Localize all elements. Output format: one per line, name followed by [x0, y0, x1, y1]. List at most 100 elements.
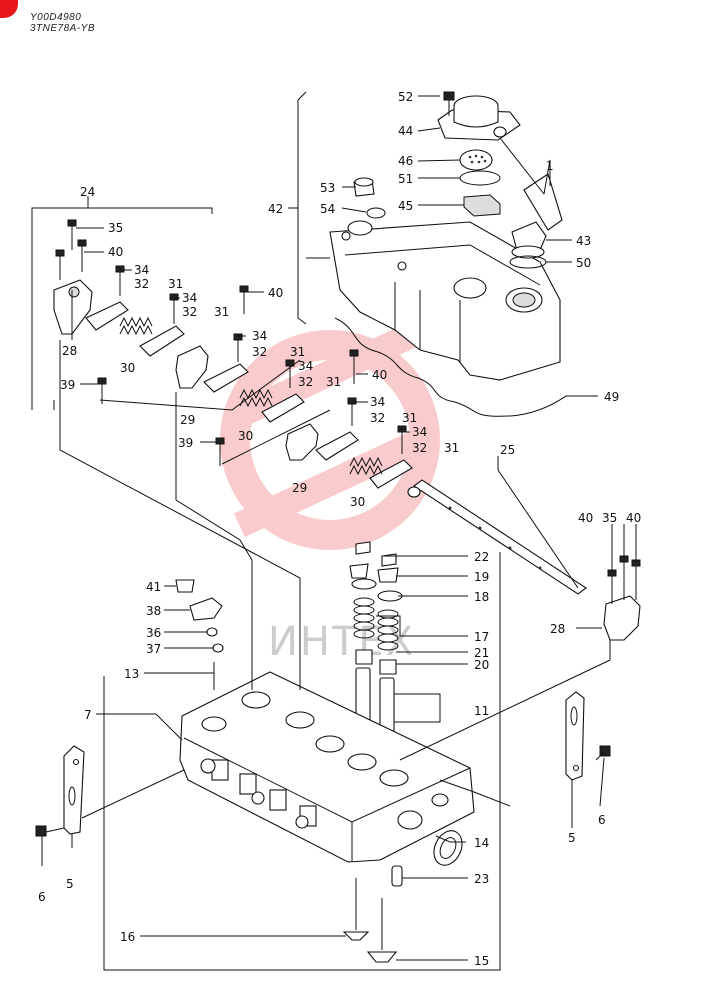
callout-24: 24: [80, 185, 95, 199]
callout-30-a: 30: [120, 361, 135, 375]
callout-42: 42: [268, 202, 283, 216]
callout-32-c: 32: [252, 345, 267, 359]
callout-30-c: 30: [350, 495, 365, 509]
callout-32-a: 32: [134, 277, 149, 291]
callout-36: 36: [146, 626, 161, 640]
oil-filler-cap: [511, 221, 547, 259]
breather-oring: [459, 170, 501, 186]
valve-stem-seals: [355, 649, 397, 675]
callout-7: 7: [84, 708, 92, 722]
lifting-bracket-left: [63, 745, 85, 835]
callout-21: 21: [474, 646, 489, 660]
cap-41: [175, 579, 195, 593]
callout-40-upper: 40: [108, 245, 123, 259]
callout-29-a: 29: [180, 413, 195, 427]
washer-36: [206, 627, 218, 637]
cover-plate-38: [189, 597, 223, 621]
valve-cover: [329, 220, 561, 381]
callout-15: 15: [474, 954, 489, 968]
dowel-pin: [391, 865, 403, 887]
callout-35-upper: 35: [108, 221, 123, 235]
leader-lines: [41, 95, 637, 961]
callout-29-b: 29: [292, 481, 307, 495]
rocker-shaft: [407, 479, 587, 595]
breather-screen: [459, 149, 493, 171]
head-assembly-frame: [103, 552, 501, 971]
rocker-support-29b: [285, 423, 319, 461]
bolt-6-right: [595, 745, 611, 761]
breather-housing: [437, 95, 521, 141]
callout-50: 50: [576, 256, 591, 270]
callout-31-b: 31: [214, 305, 229, 319]
callout-32-f: 32: [412, 441, 427, 455]
callout-40-b: 40: [268, 286, 283, 300]
callout-46: 46: [398, 154, 413, 168]
callout-34-f: 34: [412, 425, 427, 439]
callout-14: 14: [474, 836, 489, 850]
valves: [342, 878, 398, 963]
callout-5-right: 5: [568, 831, 576, 845]
cover-bolt-52: [443, 91, 455, 116]
drawing-id: Y00D4980: [30, 12, 82, 23]
corner-badge: [0, 0, 18, 18]
callout-6-right: 6: [598, 813, 606, 827]
cover-nut-53: [353, 177, 375, 197]
callout-51: 51: [398, 172, 413, 186]
callout-38: 38: [146, 604, 161, 618]
callout-22: 22: [474, 550, 489, 564]
callout-39-b: 39: [178, 436, 193, 450]
callout-17: 17: [474, 630, 489, 644]
valve-guides: [355, 667, 395, 735]
rocker-arm-30b: [203, 363, 305, 423]
cover-gasket: [334, 317, 567, 417]
callout-39-a: 39: [60, 378, 75, 392]
callout-34-d: 34: [298, 359, 313, 373]
callout-40-c: 40: [372, 368, 387, 382]
callout-54: 54: [320, 202, 335, 216]
callout-1: 1: [546, 159, 554, 173]
callout-31-e: 31: [402, 411, 417, 425]
callout-31-f: 31: [444, 441, 459, 455]
callout-53: 53: [320, 181, 335, 195]
callout-52: 52: [398, 90, 413, 104]
valve-springs: [353, 597, 399, 651]
callout-34-b: 34: [182, 291, 197, 305]
callout-31-a: 31: [168, 277, 183, 291]
callout-41: 41: [146, 580, 161, 594]
callout-28-lower: 28: [550, 622, 565, 636]
rocker-arm-30c: [315, 431, 413, 489]
bolt-6-left: [35, 825, 65, 837]
valve-cover-bracket: [297, 91, 307, 325]
callout-40-d: 40: [578, 511, 593, 525]
callout-34-e: 34: [370, 395, 385, 409]
callout-30-b: 30: [238, 429, 253, 443]
callout-labels: 52 44 46 51 1 53 54 45 42 43 50 49 24 35…: [38, 90, 641, 968]
callout-28-upper: 28: [62, 344, 77, 358]
cylinder-head: [179, 671, 475, 863]
rocker-arm-30a: [85, 301, 185, 357]
callout-31-d: 31: [326, 375, 341, 389]
callout-34-c: 34: [252, 329, 267, 343]
callout-11: 11: [474, 704, 489, 718]
rocker-support-28a: [53, 279, 93, 335]
callout-49: 49: [604, 390, 619, 404]
callout-40-e: 40: [626, 511, 641, 525]
engine-model: 3TNE78A-YB: [30, 23, 96, 34]
callout-20: 20: [474, 658, 489, 672]
valve-caps: [355, 541, 397, 567]
callout-31-c: 31: [290, 345, 305, 359]
rocker-support-28b: [603, 595, 641, 641]
callout-5-left: 5: [66, 877, 74, 891]
callout-32-e: 32: [370, 411, 385, 425]
callout-43: 43: [576, 234, 591, 248]
callout-44: 44: [398, 124, 413, 138]
callout-6-left: 6: [38, 890, 46, 904]
callout-35-lower: 35: [602, 511, 617, 525]
callout-37: 37: [146, 642, 161, 656]
rocker-support-29a: [175, 345, 209, 389]
breather-hose: [499, 137, 563, 231]
callout-18: 18: [474, 590, 489, 604]
callout-19: 19: [474, 570, 489, 584]
callout-32-b: 32: [182, 305, 197, 319]
